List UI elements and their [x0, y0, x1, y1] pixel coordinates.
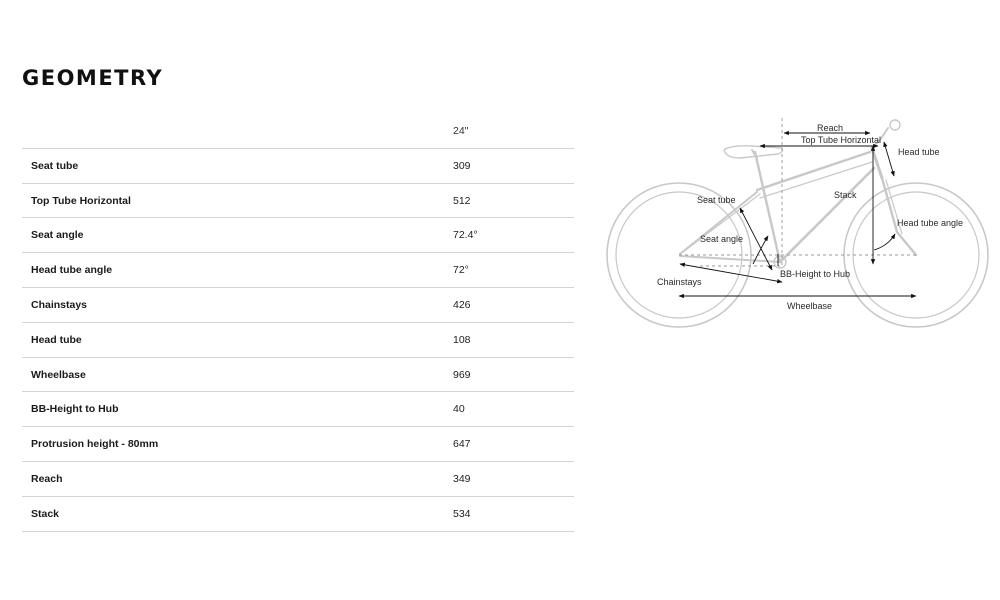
row-value: 108: [453, 333, 471, 346]
fork-frame: [880, 176, 918, 257]
top-tube-frame: [755, 150, 872, 192]
row-label: Top Tube Horizontal: [31, 194, 131, 207]
row-value: 72°: [453, 264, 469, 277]
seat-angle-arc: [752, 235, 769, 265]
row-value: 426: [453, 298, 471, 311]
row-label: Reach: [31, 472, 63, 485]
head-tube-frame: [870, 146, 884, 180]
row-value: 534: [453, 507, 471, 520]
row-value: 309: [453, 159, 471, 172]
chainstays-dimension: [679, 262, 783, 284]
dimension-lines: [678, 130, 917, 299]
label-reach: Reach: [817, 123, 843, 133]
geometry-table: 24" Seat tube 309 Top Tube Horizontal 51…: [22, 114, 574, 532]
table-row: Seat angle 72.4°: [22, 218, 574, 254]
size-header: 24": [453, 125, 469, 137]
table-row: Head tube angle 72°: [22, 253, 574, 288]
label-bb-height: BB-Height to Hub: [780, 269, 850, 279]
seat-tube-dimension: [739, 207, 773, 271]
head-tube-dimension: [883, 141, 895, 177]
row-label: Wheelbase: [31, 368, 86, 381]
page-title: GEOMETRY: [22, 66, 164, 90]
row-label: Chainstays: [31, 298, 88, 311]
label-stack: Stack: [834, 190, 857, 200]
down-tube-frame: [778, 166, 876, 264]
label-head-tube-angle: Head tube angle: [897, 218, 963, 228]
row-label: Stack: [31, 507, 60, 520]
label-seat-tube: Seat tube: [697, 195, 736, 205]
table-row: BB-Height to Hub 40: [22, 392, 574, 428]
row-value: 969: [453, 368, 471, 381]
table-header-row: 24": [22, 114, 574, 149]
row-label: BB-Height to Hub: [31, 403, 119, 416]
table-row: Reach 349: [22, 462, 574, 497]
row-label: Seat tube: [31, 159, 79, 172]
label-wheelbase: Wheelbase: [787, 301, 832, 311]
table-row: Stack 534: [22, 497, 574, 532]
row-label: Seat angle: [31, 229, 84, 242]
row-value: 72.4°: [453, 229, 478, 242]
table-row: Head tube 108: [22, 323, 574, 358]
table-row: Chainstays 426: [22, 288, 574, 323]
row-label: Head tube: [31, 333, 82, 346]
table-row: Wheelbase 969: [22, 358, 574, 393]
bike-geometry-diagram: Reach Top Tube Horizontal Head tube Stac…: [606, 118, 989, 328]
label-top-tube: Top Tube Horizontal: [801, 135, 881, 145]
row-value: 40: [453, 403, 465, 416]
seat-tube-frame: [753, 150, 782, 264]
table-row: Protrusion height - 80mm 647: [22, 427, 574, 462]
table-row: Top Tube Horizontal 512: [22, 184, 574, 219]
diagram-labels: Reach Top Tube Horizontal Head tube Stac…: [657, 123, 963, 311]
row-value: 647: [453, 438, 471, 451]
saddle-icon: [723, 145, 784, 159]
seat-stay: [679, 191, 758, 255]
table-row: Seat tube 309: [22, 149, 574, 184]
row-value: 349: [453, 472, 471, 485]
row-label: Head tube angle: [31, 264, 113, 277]
label-seat-angle: Seat angle: [700, 234, 743, 244]
handlebar-icon: [889, 119, 901, 131]
row-label: Protrusion height - 80mm: [31, 438, 159, 451]
row-value: 512: [453, 194, 471, 207]
label-chainstays: Chainstays: [657, 277, 702, 287]
head-tube-angle-arc: [873, 233, 896, 251]
label-head-tube: Head tube: [898, 147, 940, 157]
